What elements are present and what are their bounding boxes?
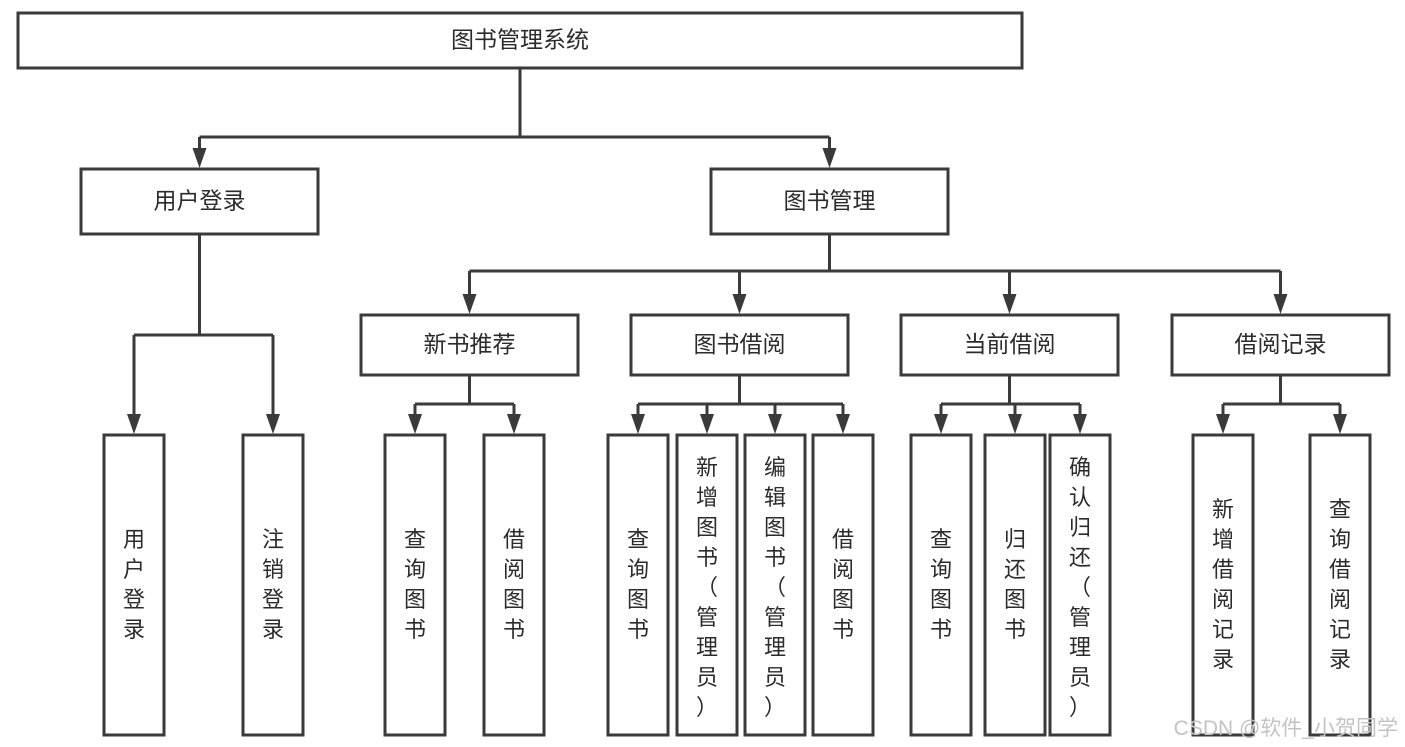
node-box	[1048, 433, 1112, 737]
node-box	[359, 313, 580, 377]
node-box	[811, 433, 875, 737]
node-box	[675, 433, 739, 737]
node-book-manage[interactable]: 图书管理	[709, 167, 950, 236]
arrow-head-icon	[1008, 414, 1022, 434]
node-label: 用户登录	[154, 188, 246, 214]
node-box	[482, 433, 546, 737]
node-user-login[interactable]: 用户登录	[79, 167, 320, 236]
arrow-head-icon	[127, 414, 141, 434]
node-label: 新书推荐	[424, 331, 516, 357]
node-label-vertical: 确认归还（管理员）	[1069, 455, 1091, 720]
node-new-book-rec[interactable]: 新书推荐	[359, 313, 580, 377]
arrow-head-icon	[1002, 294, 1017, 314]
node-box	[743, 433, 807, 737]
node-label: 图书借阅	[694, 331, 786, 357]
node-box	[1170, 313, 1391, 377]
node-label-vertical: 编辑图书（管理员）	[764, 455, 786, 720]
node-box	[1308, 433, 1372, 737]
node-box	[606, 433, 670, 737]
node-box	[102, 433, 166, 737]
node-box	[16, 11, 1024, 70]
node-leaf-logout[interactable]: 注销登录	[241, 433, 305, 737]
arrow-head-icon	[192, 148, 207, 168]
node-leaf-borrow-book-2[interactable]: 借阅图书	[811, 433, 875, 737]
node-leaf-add-book[interactable]: 新增图书（管理员）	[675, 433, 739, 737]
node-box	[629, 313, 850, 377]
node-box	[79, 167, 320, 236]
node-label: 当前借阅	[964, 331, 1056, 357]
arrow-head-icon	[408, 414, 422, 434]
arrow-head-icon	[934, 414, 948, 434]
connectors-layer	[127, 68, 1347, 434]
arrow-head-icon	[462, 294, 477, 314]
node-box	[1191, 433, 1255, 737]
arrow-head-icon	[1273, 294, 1288, 314]
node-current-borrow[interactable]: 当前借阅	[899, 313, 1120, 377]
arrow-head-icon	[732, 294, 747, 314]
node-label: 图书管理系统	[451, 27, 589, 53]
node-label-vertical: 新增借阅记录	[1212, 497, 1234, 672]
node-leaf-query-book-1[interactable]: 查询图书	[383, 433, 447, 737]
node-label-vertical: 借阅图书	[503, 527, 525, 642]
arrow-head-icon	[507, 414, 521, 434]
node-leaf-query-book-3[interactable]: 查询图书	[909, 433, 973, 737]
node-leaf-add-record[interactable]: 新增借阅记录	[1191, 433, 1255, 737]
node-label-vertical: 归还图书	[1004, 527, 1026, 642]
node-label-vertical: 用户登录	[123, 527, 145, 642]
node-box	[899, 313, 1120, 377]
arrow-head-icon	[1333, 414, 1347, 434]
node-box	[383, 433, 447, 737]
node-leaf-edit-book[interactable]: 编辑图书（管理员）	[743, 433, 807, 737]
node-leaf-user-login[interactable]: 用户登录	[102, 433, 166, 737]
node-label: 图书管理	[784, 188, 876, 214]
watermark-label: CSDN @软件_小贺同学	[1174, 717, 1398, 740]
node-root[interactable]: 图书管理系统	[16, 11, 1024, 70]
node-box	[709, 167, 950, 236]
arrow-head-icon	[631, 414, 645, 434]
node-leaf-query-record[interactable]: 查询借阅记录	[1308, 433, 1372, 737]
node-leaf-return-book[interactable]: 归还图书	[983, 433, 1047, 737]
node-book-borrow[interactable]: 图书借阅	[629, 313, 850, 377]
node-leaf-confirm-return[interactable]: 确认归还（管理员）	[1048, 433, 1112, 737]
arrow-head-icon	[822, 148, 837, 168]
node-label-vertical: 查询图书	[930, 527, 952, 642]
arrow-head-icon	[1216, 414, 1230, 434]
node-leaf-query-book-2[interactable]: 查询图书	[606, 433, 670, 737]
node-label-vertical: 借阅图书	[832, 527, 854, 642]
node-box	[983, 433, 1047, 737]
node-borrow-record[interactable]: 借阅记录	[1170, 313, 1391, 377]
node-label-vertical: 注销登录	[262, 527, 284, 642]
node-label-vertical: 查询图书	[404, 527, 426, 642]
node-box	[241, 433, 305, 737]
node-label: 借阅记录	[1235, 331, 1327, 357]
arrow-head-icon	[768, 414, 782, 434]
node-label-vertical: 查询借阅记录	[1329, 497, 1351, 672]
arrow-head-icon	[836, 414, 850, 434]
arrow-head-icon	[700, 414, 714, 434]
arrow-head-icon	[1073, 414, 1087, 434]
node-label-vertical: 查询图书	[627, 527, 649, 642]
arrow-head-icon	[266, 414, 280, 434]
nodes-layer: 图书管理系统用户登录图书管理新书推荐图书借阅当前借阅借阅记录用户登录注销登录查询…	[16, 11, 1391, 737]
node-box	[909, 433, 973, 737]
node-leaf-borrow-book-1[interactable]: 借阅图书	[482, 433, 546, 737]
node-label-vertical: 新增图书（管理员）	[696, 455, 718, 720]
